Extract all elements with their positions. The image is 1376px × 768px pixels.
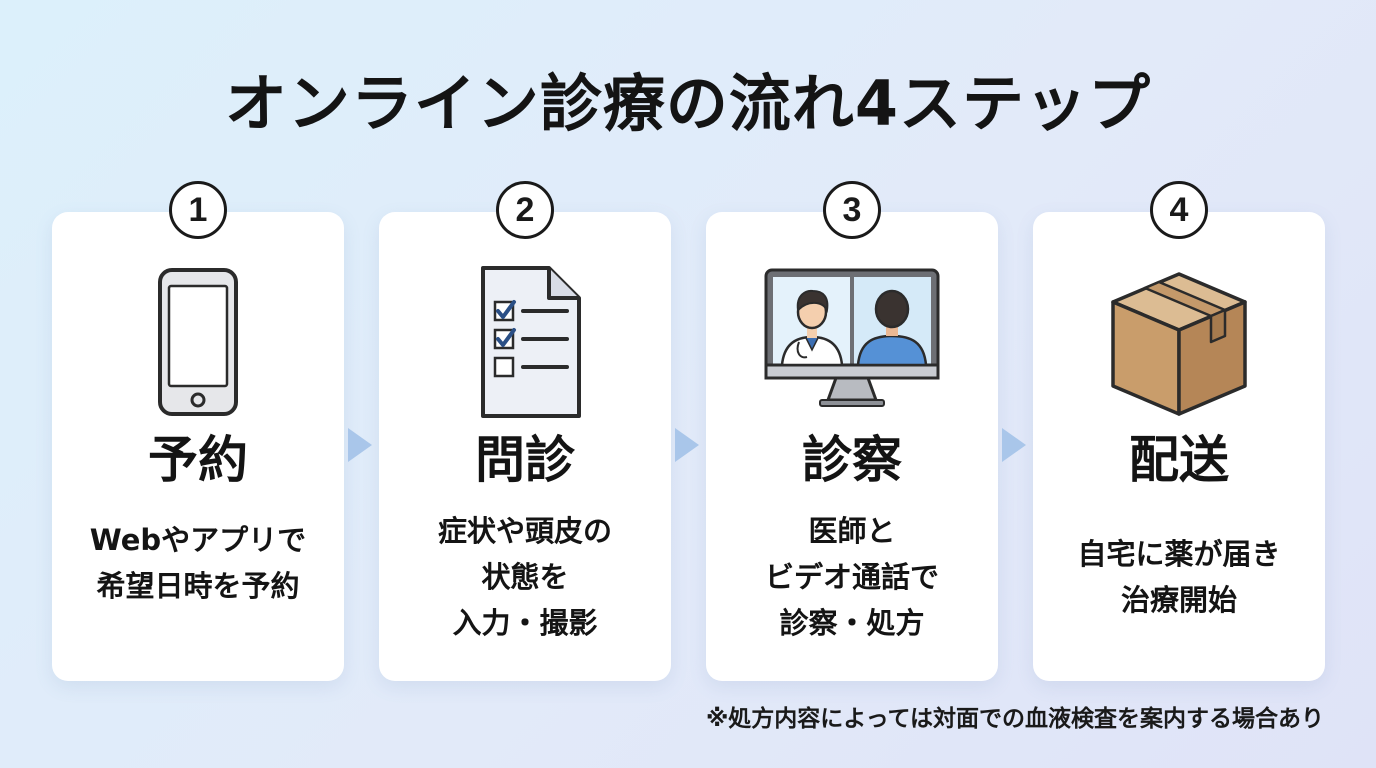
step-number-badge: 3 (823, 181, 881, 239)
smartphone-icon (118, 262, 278, 422)
step-card-consultation: 診察 医師と ビデオ通話で 診察・処方 (706, 212, 998, 681)
description-line: 治療開始 (1120, 583, 1237, 617)
step-card-delivery: 配送 自宅に薬が届き 治療開始 (1033, 212, 1325, 681)
description-line: 診察・処方 (779, 606, 925, 640)
package-box-icon (1099, 262, 1259, 422)
description-line: 医師と (808, 514, 896, 548)
step-card-questionnaire: 問診 症状や頭皮の 状態を 入力・撮影 (379, 212, 671, 681)
step-description: 症状や頭皮の 状態を 入力・撮影 (379, 508, 671, 646)
step-number-badge: 1 (169, 181, 227, 239)
description-line: 自宅に薬が届き (1077, 537, 1281, 571)
description-line: Webやアプリで (89, 523, 307, 557)
description-line: 状態を (481, 560, 569, 594)
step-number-badge: 4 (1150, 181, 1208, 239)
step-description: 自宅に薬が届き 治療開始 (1033, 531, 1325, 623)
step-description: 医師と ビデオ通話で 診察・処方 (706, 508, 998, 646)
step-label: 配送 (1129, 431, 1229, 489)
flow-arrow-icon (675, 428, 699, 462)
checklist-document-icon (445, 262, 605, 422)
flow-arrow-icon (1002, 428, 1026, 462)
description-line: 入力・撮影 (452, 606, 598, 640)
description-line: 症状や頭皮の (437, 514, 612, 548)
step-number-badge: 2 (496, 181, 554, 239)
step-card-reservation: 予約 Webやアプリで 希望日時を予約 (52, 212, 344, 681)
step-description: Webやアプリで 希望日時を予約 (52, 517, 344, 609)
step-label: 予約 (148, 431, 248, 489)
page-title: オンライン診療の流れ4ステップ (224, 67, 1152, 140)
footnote: ※処方内容によっては対面での血液検査を案内する場合あり (705, 706, 1324, 732)
description-line: ビデオ通話で (764, 560, 939, 594)
flow-arrow-icon (348, 428, 372, 462)
video-call-monitor-icon (762, 262, 942, 422)
step-label: 診察 (802, 431, 902, 489)
description-line: 希望日時を予約 (96, 569, 300, 603)
step-label: 問診 (475, 431, 575, 489)
